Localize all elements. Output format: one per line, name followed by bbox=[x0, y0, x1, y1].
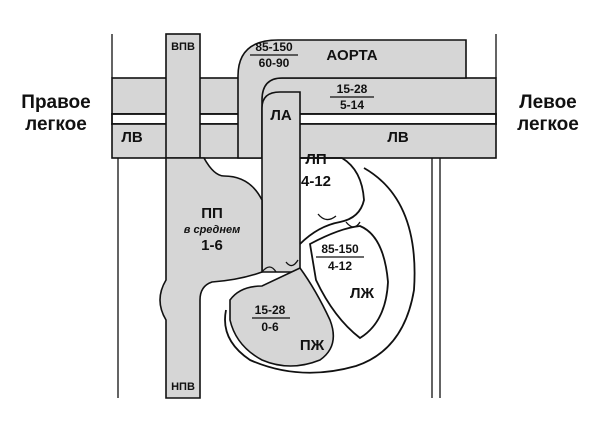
left-lung-label-2: легкое bbox=[517, 114, 579, 135]
left-lung-label-1: Левое bbox=[519, 92, 577, 113]
right-atrium-pressure: 1-6 bbox=[201, 237, 223, 254]
right-lung-label-2: легкое bbox=[25, 114, 87, 135]
left-pulmonary-vein-label: ЛВ bbox=[387, 129, 409, 146]
right-ventricle-label: ПЖ bbox=[300, 337, 325, 354]
aorta-label: АОРТА bbox=[326, 47, 377, 64]
heart-outer-wall bbox=[224, 167, 416, 374]
right-ventricle bbox=[229, 266, 335, 367]
pa-diastolic: 5-14 bbox=[340, 98, 364, 112]
right-atrium-note: в среднем bbox=[184, 224, 241, 236]
right-atrium bbox=[159, 157, 263, 399]
rv-systolic: 15-28 bbox=[255, 303, 286, 317]
pa-systolic: 15-28 bbox=[337, 82, 368, 96]
left-ventricle bbox=[309, 225, 389, 340]
left-atrium-label: ЛП bbox=[305, 151, 326, 168]
lv-diastolic: 4-12 bbox=[328, 259, 352, 273]
left-atrium-pressure: 4-12 bbox=[301, 173, 331, 190]
svc-label: ВПВ bbox=[171, 41, 195, 53]
rv-diastolic: 0-6 bbox=[261, 320, 279, 334]
aorta-diastolic: 60-90 bbox=[259, 56, 290, 70]
lv-systolic: 85-150 bbox=[321, 242, 359, 256]
right-pulmonary-vein-label: ЛВ bbox=[121, 129, 143, 146]
pulmonary-artery-trunk bbox=[261, 91, 301, 273]
ivc-label: НПВ bbox=[171, 381, 195, 393]
left-atrium-wall bbox=[299, 157, 365, 245]
right-lung-label-1: Правое bbox=[21, 92, 90, 113]
superior-vena-cava bbox=[165, 33, 201, 159]
tricuspid-valve bbox=[261, 266, 277, 273]
pulmonary-artery-label: ЛА bbox=[270, 107, 292, 124]
right-atrium-label: ПП bbox=[201, 205, 223, 222]
aorta-arch bbox=[237, 39, 467, 159]
left-ventricle-label: ЛЖ bbox=[350, 285, 375, 302]
aorta-systolic: 85-150 bbox=[255, 40, 293, 54]
mitral-valve bbox=[317, 213, 337, 221]
pulmonary-valve bbox=[285, 259, 299, 267]
aortic-valve bbox=[345, 221, 361, 228]
